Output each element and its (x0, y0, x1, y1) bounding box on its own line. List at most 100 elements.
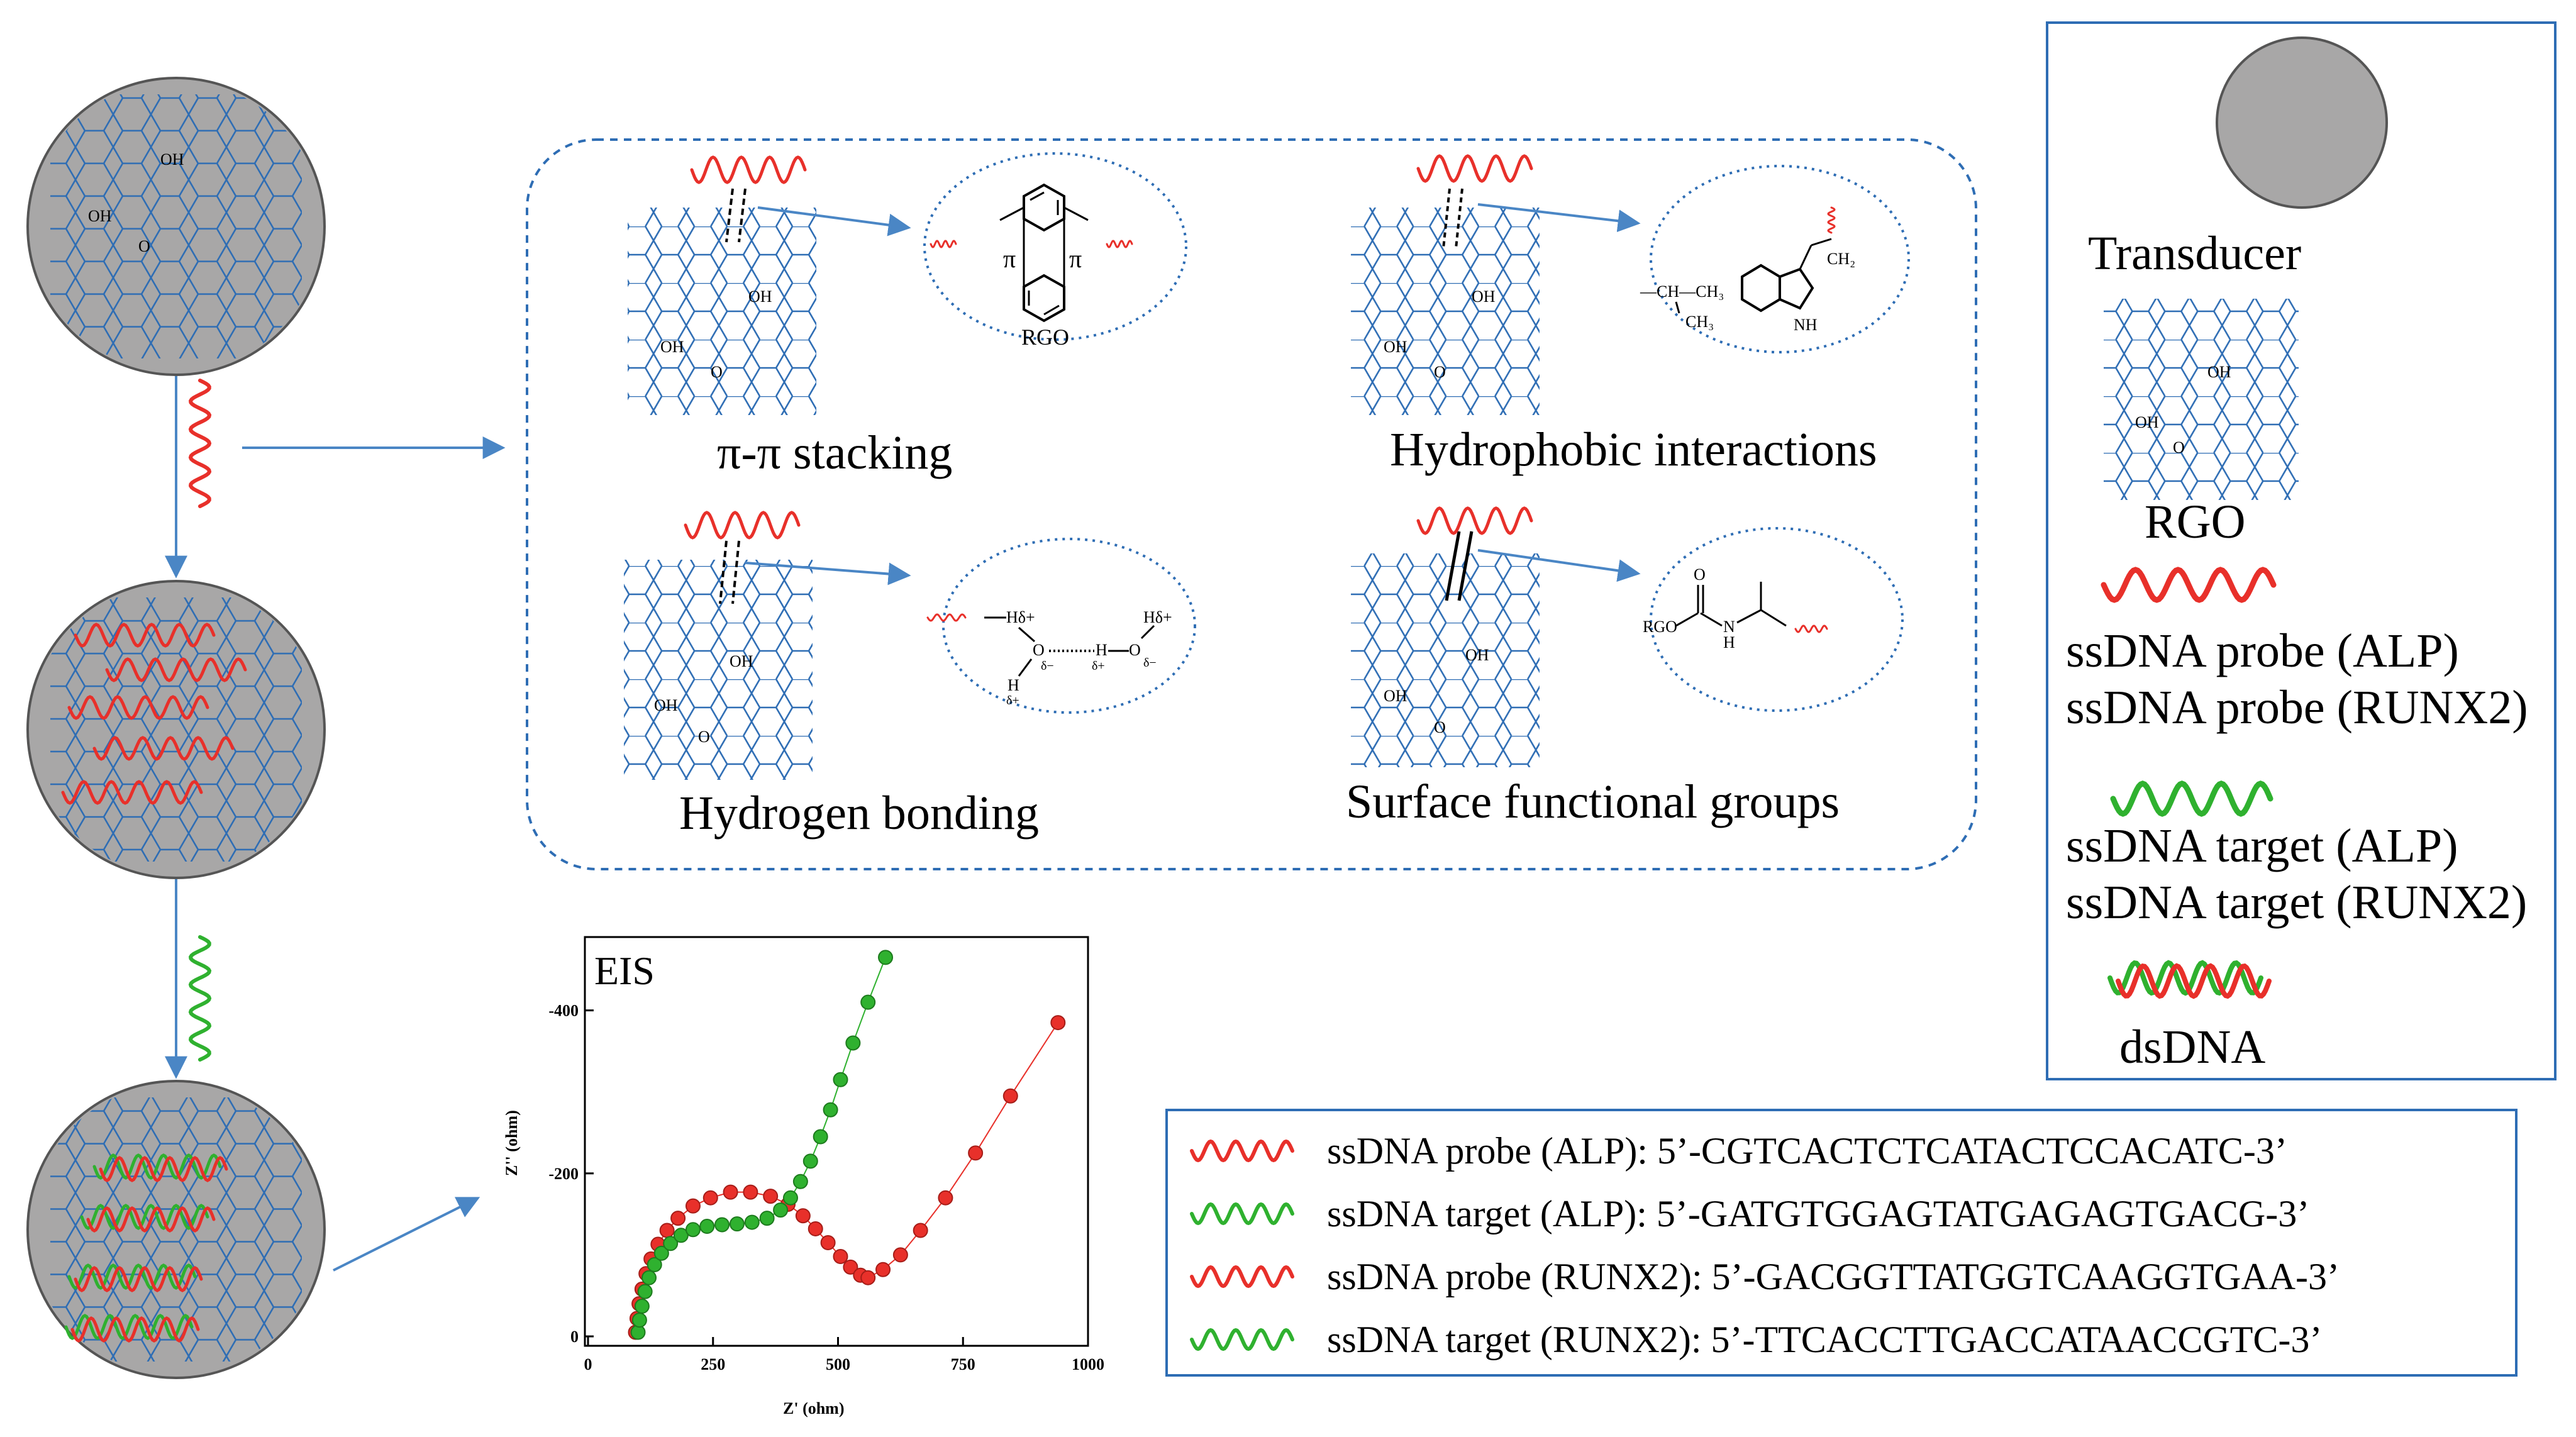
svg-text:H: H (1723, 633, 1735, 652)
data-point (631, 1312, 647, 1328)
interaction-label: Surface functional groups (1346, 775, 1840, 828)
data-point (699, 1219, 715, 1234)
data-point (913, 1223, 928, 1238)
sequence-strand-icons (1190, 1139, 1294, 1351)
x-tick-label: 1000 (1072, 1355, 1104, 1373)
oh-label: OH (1384, 338, 1407, 356)
sequence-box: ssDNA probe (ALP): 5’-CGTCACTCTCATACTCCA… (1165, 1109, 2518, 1377)
probe-strand (926, 613, 967, 622)
svg-text:O: O (1694, 565, 1706, 584)
probe-strand (930, 240, 957, 248)
svg-text:RGO: RGO (1643, 618, 1677, 636)
data-point (663, 1236, 679, 1251)
svg-text:H: H (1096, 641, 1108, 659)
probe-strand (188, 379, 212, 508)
y-tick-label: -200 (548, 1165, 579, 1183)
probe-strand-icon (188, 379, 212, 508)
sequence-line: ssDNA target (ALP): 5’-GATGTGGAGTATGAGAG… (1327, 1193, 2309, 1234)
target-strand (2107, 960, 2263, 996)
dsdna-strands-on-electrode (64, 1153, 228, 1343)
oh-label: OH (730, 652, 753, 670)
o-label: O (698, 728, 710, 746)
oh-label: OH (88, 207, 112, 225)
svg-text:δ+: δ+ (1006, 694, 1019, 707)
data-point (833, 1249, 848, 1264)
o-label: O (1434, 363, 1446, 381)
interaction-label: π-π stacking (717, 426, 952, 479)
data-point (634, 1299, 650, 1314)
panel-probe-strands (684, 154, 1836, 633)
svg-text:O: O (1033, 641, 1045, 659)
x-axis-label: Z' (ohm) (783, 1399, 845, 1418)
plot-frame (584, 936, 1089, 1347)
oh-label: OH (1465, 646, 1489, 664)
target-strand (64, 1314, 194, 1340)
svg-text:π: π (1003, 245, 1016, 273)
electrode-bare: OH OH O (26, 77, 326, 376)
probe-strand (86, 1206, 216, 1233)
probe-strand (67, 695, 209, 720)
x-tick-label: 750 (951, 1355, 975, 1373)
probe-strand (105, 657, 247, 682)
arrow-to-eis (333, 1197, 480, 1272)
svg-text:NH: NH (1794, 316, 1818, 334)
probe-strand (70, 1316, 200, 1343)
probe-strand (99, 1156, 228, 1182)
data-point (1050, 1015, 1066, 1031)
target-strand-icon (188, 935, 212, 1062)
svg-text:RGO: RGO (1021, 325, 1069, 350)
probe-strand (2116, 963, 2272, 999)
data-point (685, 1222, 701, 1238)
o-label: O (138, 237, 150, 255)
data-point (833, 1072, 848, 1087)
data-point (823, 1102, 838, 1118)
data-point (820, 1234, 836, 1250)
probe-strand (1794, 624, 1828, 633)
svg-text:—CH—CH₃: —CH—CH₃ (1640, 282, 1724, 301)
svg-text:δ+: δ+ (1092, 659, 1105, 673)
o-label: O (2173, 438, 2185, 457)
interaction-label: Hydrogen bonding (679, 787, 1039, 840)
data-point (860, 1270, 876, 1285)
sequence-strand (1190, 1328, 1294, 1351)
svg-text:N: N (1723, 618, 1735, 636)
target-strand (2110, 780, 2273, 817)
legend-box: Transducer OH OH O RGO ssDNA probe (ALP)… (2046, 21, 2557, 1080)
data-point (744, 1214, 760, 1230)
data-point (813, 1129, 828, 1145)
data-point (878, 950, 894, 965)
y-tick-label: 0 (570, 1328, 579, 1346)
data-point (685, 1198, 701, 1214)
panel-surface-groups: OH OH O RGO O N H Surface functional gro… (1346, 527, 1904, 828)
data-point (673, 1228, 689, 1243)
target-strand (188, 935, 212, 1062)
x-tick-label: 250 (701, 1355, 725, 1373)
legend-probe-runx2: ssDNA probe (RUNX2) (2066, 681, 2528, 734)
data-point (647, 1257, 662, 1272)
data-point (759, 1211, 775, 1226)
legend-target-strand (2110, 780, 2273, 817)
oh-label: OH (2135, 413, 2159, 431)
sequence-line: ssDNA target (RUNX2): 5’-TTCACCTTGACCATA… (1327, 1319, 2322, 1360)
data-point (892, 1247, 908, 1263)
probe-strand (74, 623, 216, 648)
rgo-icon (2104, 299, 2299, 500)
oh-label: OH (160, 150, 184, 169)
panel-hydrophobic: OH OH O —CH—CH₃ CH₃ CH₂ NH Hydrophobic i… (1351, 165, 1910, 476)
oh-label: OH (2207, 363, 2231, 381)
data-point (792, 1173, 808, 1189)
probe-strand (1827, 206, 1836, 234)
sequence-line: ssDNA probe (RUNX2): 5’-GACGGTTATGGTCAAG… (1327, 1256, 2340, 1297)
data-point (860, 994, 876, 1010)
probe-strand (61, 780, 203, 805)
data-point (938, 1190, 953, 1206)
data-point (729, 1216, 745, 1232)
data-point (782, 1190, 798, 1206)
electrode-probe (26, 580, 326, 879)
data-point (875, 1262, 891, 1277)
svg-text:π: π (1069, 245, 1082, 273)
legend-dsdna: dsDNA (2119, 1021, 2265, 1074)
y-axis-label: Z'' (ohm) (502, 1110, 521, 1176)
x-tick-label: 500 (826, 1355, 850, 1373)
legend-rgo: RGO (2145, 496, 2245, 548)
